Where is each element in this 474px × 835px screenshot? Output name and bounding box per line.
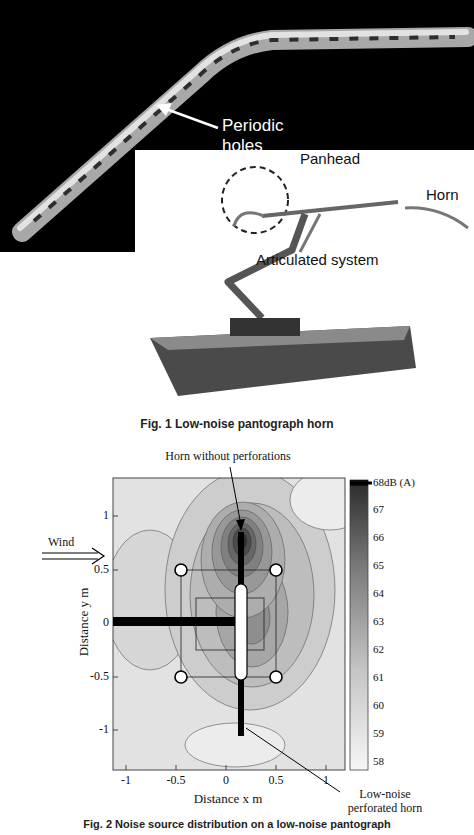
tick-label: 0 xyxy=(103,616,109,630)
annotation: Horn without perforations xyxy=(165,450,290,464)
colorbar-label: 65 xyxy=(373,559,384,572)
dashed-circle xyxy=(222,167,288,233)
pantograph-base xyxy=(150,326,416,396)
figure-caption: Fig. 2 Noise source distribution on a lo… xyxy=(83,818,390,831)
horn-right xyxy=(405,208,468,228)
tick-label: -1 xyxy=(99,723,109,737)
annotation: Wind xyxy=(48,536,74,550)
part-label: Horn xyxy=(426,186,459,203)
part-label: Panhead xyxy=(300,150,360,167)
colorbar-label: 68dB (A) xyxy=(373,476,415,489)
tick-label: 0.5 xyxy=(269,774,284,788)
colorbar-label: 67 xyxy=(373,503,384,516)
tick-label: 0 xyxy=(223,774,229,788)
contour-map xyxy=(113,478,345,770)
leader-arrow xyxy=(166,109,218,128)
part-label: Articulated system xyxy=(256,251,379,268)
panhead-bar xyxy=(262,202,398,216)
support-circles xyxy=(175,564,282,683)
leader-line xyxy=(246,728,340,792)
arm-link xyxy=(300,214,320,252)
tick-label: 1 xyxy=(103,509,109,523)
tick-label: -1 xyxy=(121,774,131,788)
figure-caption: Fig. 1 Low-noise pantograph horn xyxy=(140,418,333,432)
horn-left xyxy=(234,213,264,226)
colorbar-label: 66 xyxy=(373,531,384,544)
colorbar-mark xyxy=(350,482,372,485)
axis-ticks xyxy=(113,516,326,770)
colorbar-label: 60 xyxy=(373,699,384,712)
wind-arrow xyxy=(42,548,104,564)
colorbar-label: 62 xyxy=(373,643,384,656)
axis-title: Distance y m xyxy=(77,588,92,657)
colorbar-label: 64 xyxy=(373,587,384,600)
perforated-horn xyxy=(235,584,247,680)
colorbar-label: 59 xyxy=(373,727,384,740)
base-block xyxy=(230,318,300,336)
panhead-bar xyxy=(113,617,241,626)
colorbar-label: 58 xyxy=(373,755,384,768)
tick-label: -0.5 xyxy=(90,670,109,684)
arrow-head xyxy=(156,103,172,116)
inset-photo xyxy=(135,150,474,406)
colorbar xyxy=(350,480,368,770)
annotation: Low-noise perforated horn xyxy=(335,788,435,816)
plot-frame xyxy=(113,478,345,770)
colorbar-label: 63 xyxy=(373,615,384,628)
tick-label: -0.5 xyxy=(167,774,186,788)
leader-line xyxy=(230,467,240,520)
axis-title: Distance x m xyxy=(194,792,263,807)
arrow-head xyxy=(236,519,245,531)
tick-label: 1 xyxy=(323,774,329,788)
part-label: Periodic holes xyxy=(222,116,312,155)
colorbar-label: 61 xyxy=(373,671,384,684)
tick-label: 0.5 xyxy=(94,563,109,577)
